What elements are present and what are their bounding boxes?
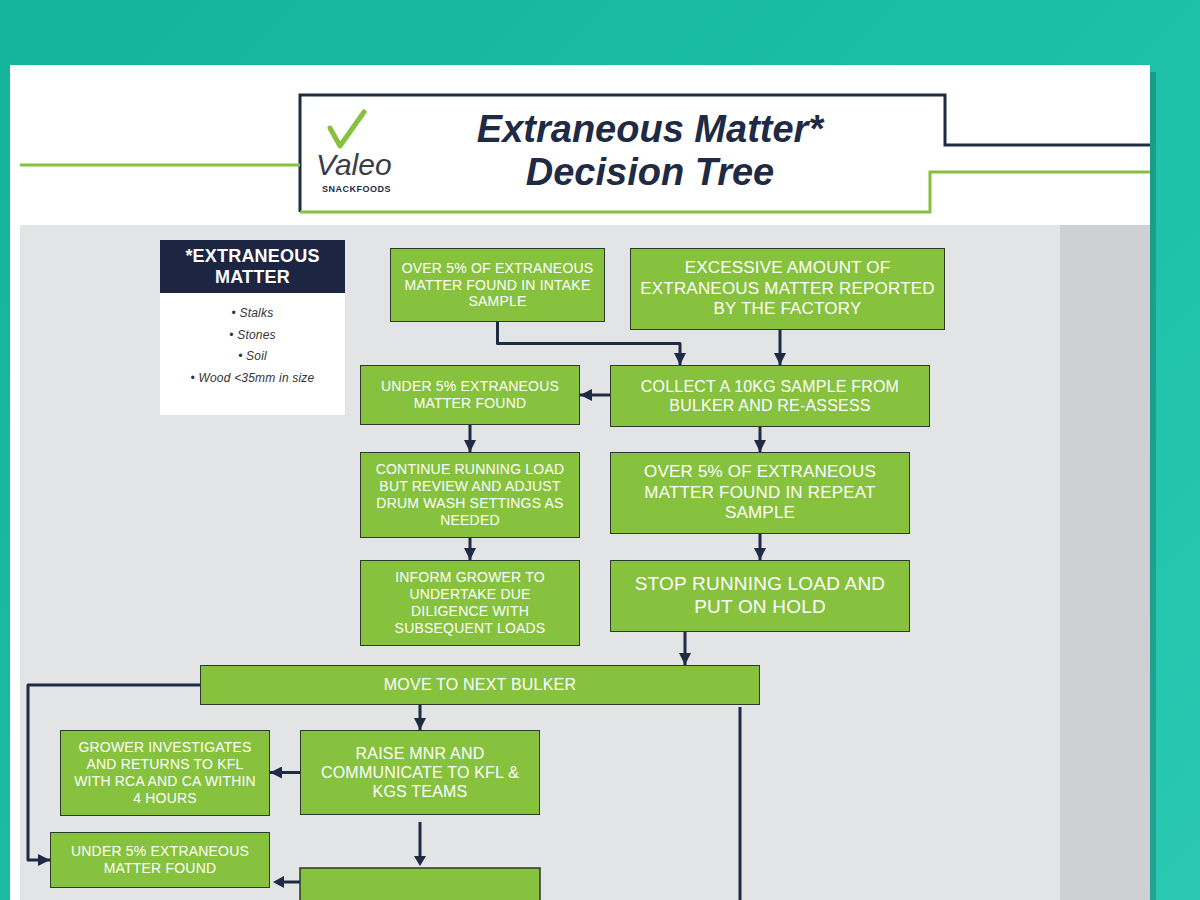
flow-arrow xyxy=(759,427,762,452)
panel-strip xyxy=(1060,225,1150,900)
process-box: UNDER 5% EXTRANEOUS MATTER FOUND xyxy=(360,365,580,425)
flow-arrow xyxy=(419,705,422,730)
box-text: STOP RUNNING LOAD AND PUT ON HOLD xyxy=(620,573,900,619)
cropped-arrowhead xyxy=(414,856,426,866)
content-panel xyxy=(20,225,1150,900)
poster-board xyxy=(10,65,1150,900)
flow-arrow xyxy=(270,771,300,774)
process-box: GROWER INVESTIGATES AND RETURNS TO KFL W… xyxy=(60,730,270,816)
legend-item: • Wood <35mm in size xyxy=(181,371,325,385)
box-text: INFORM GROWER TO UNDERTAKE DUE DILIGENCE… xyxy=(370,569,570,636)
cropped-connector xyxy=(739,707,742,900)
box-text: EXCESSIVE AMOUNT OF EXTRANEOUS MATTER RE… xyxy=(640,258,935,319)
process-band: MOVE TO NEXT BULKER xyxy=(200,665,760,705)
logo-check xyxy=(330,112,364,146)
flow-arrow xyxy=(759,534,762,560)
flow-arrow xyxy=(779,330,782,365)
legend-box: *EXTRANEOUS MATTER • Stalks • Stones • Soil… xyxy=(160,240,345,415)
diagram-title: Extraneous Matter* Decision Tree xyxy=(420,108,880,193)
flow-arrow xyxy=(684,632,687,665)
process-box: OVER 5% OF EXTRANEOUS MATTER FOUND IN RE… xyxy=(610,452,910,534)
flow-arrow xyxy=(469,538,472,560)
cropped-connector xyxy=(284,881,300,884)
legend-item: • Stones xyxy=(219,328,286,342)
flow-arrow xyxy=(469,425,472,452)
process-box: OVER 5% OF EXTRANEOUS MATTER FOUND IN IN… xyxy=(390,248,605,322)
box-text: RAISE MNR AND COMMUNICATE TO KFL & KGS T… xyxy=(310,744,530,802)
logo-subtitle: SNACKFOODS xyxy=(322,184,391,194)
box-text: OVER 5% OF EXTRANEOUS MATTER FOUND IN IN… xyxy=(400,260,595,310)
box-text: MOVE TO NEXT BULKER xyxy=(384,675,576,694)
logo-wordmark: Valeo xyxy=(316,148,392,182)
process-box: RAISE MNR AND COMMUNICATE TO KFL & KGS T… xyxy=(300,730,540,815)
legend-item: • Stalks xyxy=(222,306,284,320)
flow-arrow xyxy=(580,394,610,397)
header-rule xyxy=(20,164,300,167)
cropped-arrowhead xyxy=(273,876,284,888)
box-text: UNDER 5% EXTRANEOUS MATTER FOUND xyxy=(60,843,260,877)
legend-item: • Soil xyxy=(228,349,277,363)
legend-heading: *EXTRANEOUS MATTER xyxy=(160,240,345,293)
process-box: EXCESSIVE AMOUNT OF EXTRANEOUS MATTER RE… xyxy=(630,248,945,330)
box-text: OVER 5% OF EXTRANEOUS MATTER FOUND IN RE… xyxy=(620,462,900,523)
process-box: COLLECT A 10KG SAMPLE FROM BULKER AND RE… xyxy=(610,365,930,427)
header-frame xyxy=(300,95,1150,212)
box-text: UNDER 5% EXTRANEOUS MATTER FOUND xyxy=(370,378,570,412)
process-box: INFORM GROWER TO UNDERTAKE DUE DILIGENCE… xyxy=(360,560,580,646)
cropped-connector xyxy=(419,822,422,856)
process-box: UNDER 5% EXTRANEOUS MATTER FOUND xyxy=(50,832,270,888)
box-text: COLLECT A 10KG SAMPLE FROM BULKER AND RE… xyxy=(620,377,920,415)
process-box: CONTINUE RUNNING LOAD BUT REVIEW AND ADJ… xyxy=(360,452,580,538)
cropped-box xyxy=(300,868,540,900)
box-text: GROWER INVESTIGATES AND RETURNS TO KFL W… xyxy=(70,739,260,806)
process-box: STOP RUNNING LOAD AND PUT ON HOLD xyxy=(610,560,910,632)
box-text: CONTINUE RUNNING LOAD BUT REVIEW AND ADJ… xyxy=(370,461,570,528)
